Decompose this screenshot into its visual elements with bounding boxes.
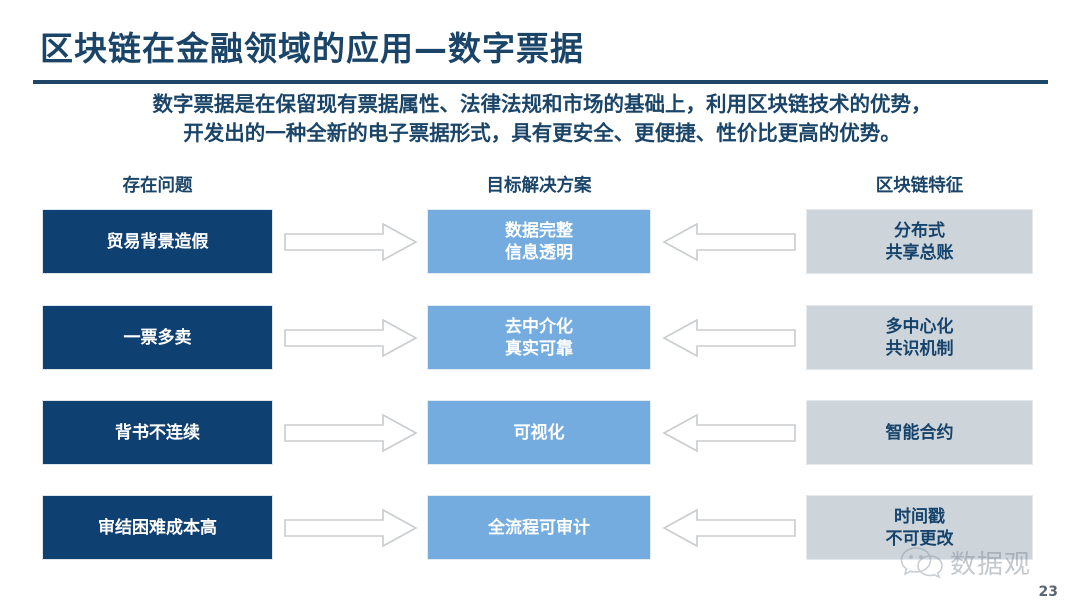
feature-text: 共识机制	[885, 338, 954, 359]
watermark: 数据观	[900, 540, 1065, 584]
feature-box[interactable]: 分布式 共享总账	[807, 210, 1032, 273]
solution-text: 信息透明	[505, 242, 573, 263]
feature-text: 共享总账	[885, 242, 954, 263]
column-header-solutions: 目标解决方案	[486, 176, 592, 196]
page-number: 23	[1038, 584, 1058, 600]
arrow-right-icon	[283, 413, 418, 453]
arrow-left-icon	[662, 222, 797, 262]
problem-box[interactable]: 审结困难成本高	[43, 496, 272, 559]
solution-box[interactable]: 可视化	[428, 401, 650, 464]
solution-box[interactable]: 数据完整 信息透明	[428, 210, 650, 273]
subtitle-line: 数字票据是在保留现有票据属性、法律法规和市场的基础上，利用区块链技术的优势，	[152, 92, 932, 116]
feature-box[interactable]: 智能合约	[807, 401, 1032, 464]
subtitle-line: 开发出的一种全新的电子票据形式，具有更安全、更便捷、性价比更高的优势。	[183, 121, 901, 145]
problem-box[interactable]: 贸易背景造假	[43, 210, 272, 273]
solution-box[interactable]: 全流程可审计	[428, 496, 650, 559]
title-divider	[33, 80, 1048, 84]
problem-box[interactable]: 背书不连续	[43, 401, 272, 464]
solution-text: 真实可靠	[505, 338, 573, 359]
diagram-row: 背书不连续 可视化 智能合约	[0, 401, 1080, 464]
problem-box[interactable]: 一票多卖	[43, 306, 272, 369]
feature-box[interactable]: 多中心化 共识机制	[807, 306, 1032, 369]
arrow-right-icon	[283, 222, 418, 262]
solution-text: 全流程可审计	[488, 517, 590, 538]
solution-text: 去中介化	[505, 316, 573, 337]
wechat-icon	[900, 547, 943, 579]
diagram-row: 一票多卖 去中介化 真实可靠 多中心化 共识机制	[0, 306, 1080, 369]
problem-text: 一票多卖	[123, 327, 192, 348]
problem-text: 贸易背景造假	[106, 231, 209, 252]
feature-text: 多中心化	[885, 316, 954, 337]
diagram-row: 审结困难成本高 全流程可审计 时间戳 不可更改	[0, 496, 1080, 559]
page-title: 区块链在金融领域的应用—数字票据	[40, 29, 584, 68]
solution-text: 可视化	[513, 422, 565, 443]
slide-subtitle: 数字票据是在保留现有票据属性、法律法规和市场的基础上，利用区块链技术的优势， 开…	[36, 90, 1048, 148]
feature-box[interactable]: 时间戳 不可更改	[807, 496, 1032, 559]
arrow-left-icon	[662, 318, 797, 358]
watermark-text: 数据观	[950, 549, 1032, 580]
problem-text: 审结困难成本高	[98, 517, 217, 538]
feature-text: 分布式	[894, 220, 945, 241]
feature-text: 时间戳	[894, 506, 945, 527]
solution-box[interactable]: 去中介化 真实可靠	[428, 306, 650, 369]
arrow-right-icon	[283, 318, 418, 358]
feature-text: 智能合约	[885, 422, 954, 443]
arrow-left-icon	[662, 508, 797, 548]
column-header-blockchain-features: 区块链特征	[875, 176, 964, 196]
arrow-left-icon	[662, 413, 797, 453]
feature-text: 不可更改	[885, 528, 954, 549]
diagram-row: 贸易背景造假 数据完整 信息透明 分布式 共享总账	[0, 210, 1080, 273]
problem-text: 背书不连续	[115, 422, 200, 443]
solution-text: 数据完整	[505, 220, 573, 241]
arrow-right-icon	[283, 508, 418, 548]
column-header-problems: 存在问题	[122, 176, 193, 196]
